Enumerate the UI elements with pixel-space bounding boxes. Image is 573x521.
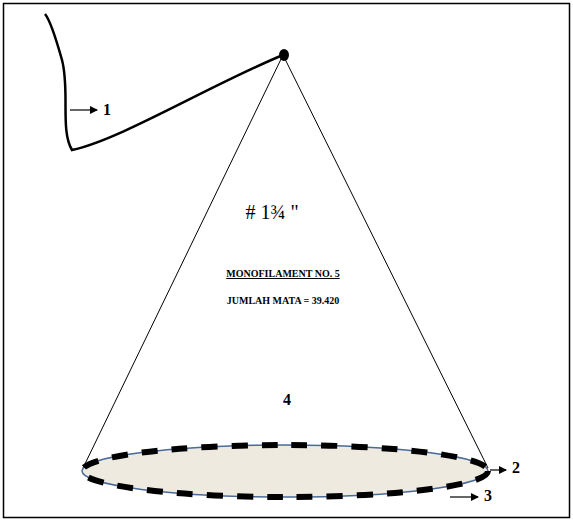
callout-number: 4 — [283, 391, 291, 409]
callout-number: 1 — [103, 101, 111, 119]
callout-arrow — [70, 109, 97, 110]
hand-rope — [45, 14, 283, 150]
callout-arrow — [490, 469, 506, 470]
apex-ring — [279, 49, 289, 61]
mesh-count-note: JUMLAH MATA = 39.420 — [227, 295, 340, 306]
net-side — [83, 55, 283, 468]
sinker-weights — [82, 445, 488, 497]
callout-arrow — [450, 496, 478, 497]
callout-number: 3 — [484, 487, 492, 505]
mesh-size: # 1¾ " — [245, 201, 298, 223]
net-side — [283, 55, 488, 468]
material-note: MONOFILAMENT NO. 5 — [226, 268, 339, 279]
frame — [4, 4, 570, 518]
callout-number: 2 — [512, 459, 520, 477]
net-mouth — [82, 445, 488, 497]
